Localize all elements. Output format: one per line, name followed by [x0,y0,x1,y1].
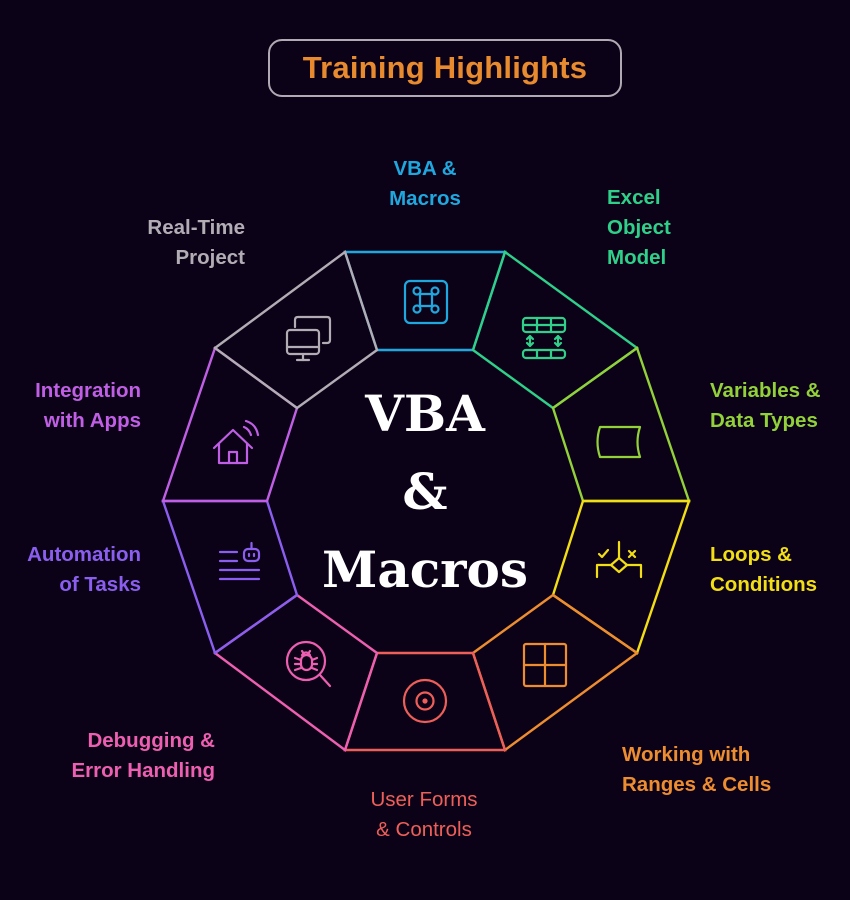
segment-real-time-project [212,250,379,410]
smart-home-icon [212,419,260,465]
bug-search-icon [285,640,332,688]
segment-variables-data-types [551,346,691,503]
label-loops-conditions: Loops & Conditions [710,543,818,596]
label-vba-macros: VBA & Macros [389,157,461,210]
center-title-line-1: VBA [365,384,485,443]
table-transfer-icon [521,316,567,360]
segment-integration-with-apps [161,346,299,503]
label-integration-with-apps: Integration with Apps [35,379,141,432]
title: Training Highlights [302,50,588,85]
segment-vba-macros [343,250,507,352]
center-title-line-3: Macros [321,540,529,599]
grid-cells-icon [522,642,568,688]
title-badge: Training Highlights [268,39,622,97]
label-variables-data-types: Variables & Data Types [710,379,821,432]
segment-debugging-error-handling [212,593,379,752]
label-real-time-project: Real-Time Project [147,216,245,269]
label-excel-object-model: Excel Object Model [607,186,671,269]
branch-decision-icon [595,540,643,579]
label-working-ranges-cells: Working with Ranges & Cells [622,743,772,796]
monitors-icon [285,315,332,362]
command-key-icon [403,279,449,325]
center-title-line-2: & [402,462,448,521]
label-user-forms-controls: User Forms & Controls [370,788,478,841]
target-control-icon [402,678,448,724]
label-automation-of-tasks: Automation of Tasks [27,543,141,596]
robot-document-icon [218,541,261,581]
segment-automation-of-tasks [161,499,299,655]
segment-loops-conditions [551,499,691,655]
center-title: VBA & Macros [300,375,550,609]
label-debugging-error-handling: Debugging & Error Handling [71,729,215,782]
variable-shape-icon [596,425,642,459]
